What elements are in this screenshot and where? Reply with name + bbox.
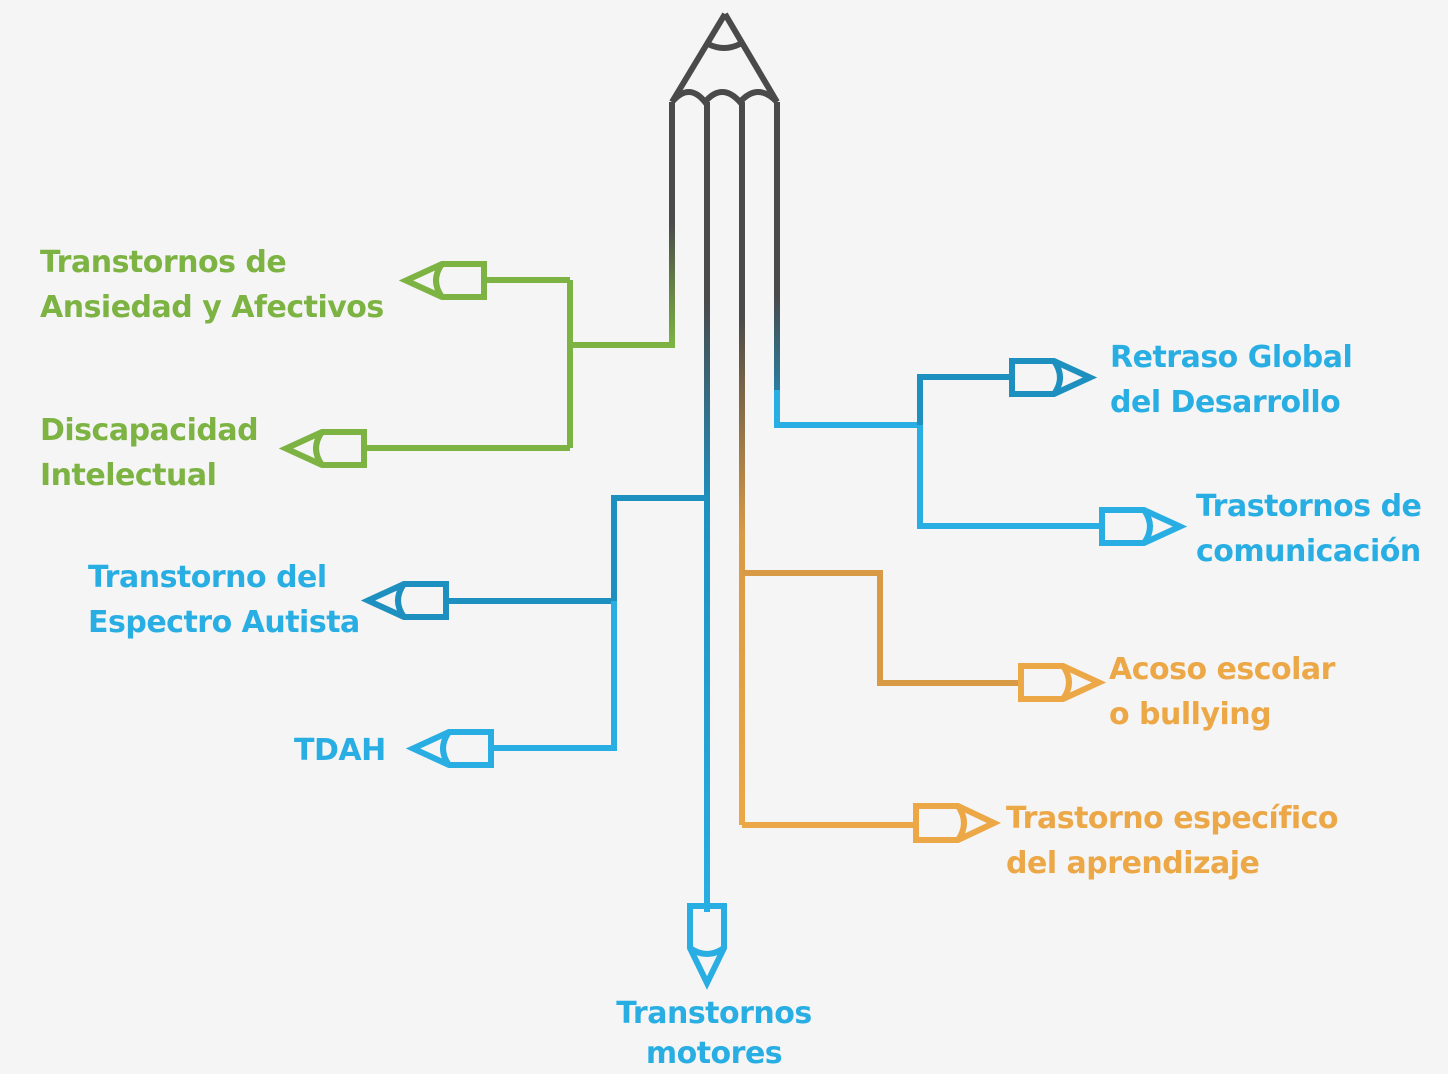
pencil-icon-autism xyxy=(360,581,449,620)
label-learning: Trastorno específico del aprendizaje xyxy=(1006,796,1339,886)
label-adhd: TDAH xyxy=(294,728,386,773)
pencil-icon-anxiety xyxy=(398,261,487,300)
label-motor-line2: motores xyxy=(645,1036,783,1071)
orange-branches xyxy=(742,570,1021,828)
label-bullying-line1: Acoso escolar xyxy=(1109,652,1335,687)
label-motor-line1: Transtornos xyxy=(616,996,812,1031)
pencil-icon-global-delay xyxy=(1009,358,1098,397)
label-global-delay-line2: del Desarrollo xyxy=(1110,385,1341,420)
label-communication: Trastornos de comunicación xyxy=(1196,484,1422,574)
label-autism: Transtorno del Espectro Autista xyxy=(88,555,360,645)
pencil-icon-learning xyxy=(913,803,1002,843)
label-global-delay: Retraso Global del Desarrollo xyxy=(1110,335,1353,425)
blue-left-branches xyxy=(446,495,707,751)
label-global-delay-line1: Retraso Global xyxy=(1110,340,1353,375)
label-anxiety-line2: Ansiedad y Afectivos xyxy=(40,290,384,325)
label-communication-line2: comunicación xyxy=(1196,534,1421,569)
label-autism-line2: Espectro Autista xyxy=(88,605,360,640)
pencil-tip xyxy=(669,12,780,107)
label-bullying: Acoso escolar o bullying xyxy=(1109,647,1335,737)
pencil-icon-motor xyxy=(687,903,727,990)
blue-right-branches xyxy=(774,374,1102,529)
label-learning-line2: del aprendizaje xyxy=(1006,846,1260,881)
label-autism-line1: Transtorno del xyxy=(88,560,327,595)
label-communication-line1: Trastornos de xyxy=(1196,489,1422,524)
label-anxiety-line1: Transtornos de xyxy=(40,245,287,280)
label-anxiety: Transtornos de Ansiedad y Afectivos xyxy=(40,240,384,330)
label-intellectual: Discapacidad Intelectual xyxy=(40,408,259,498)
shaft-left xyxy=(570,102,675,348)
pencil-icon-adhd xyxy=(405,729,494,768)
pencil-icon-bullying xyxy=(1018,663,1107,702)
label-motor: Transtornos motores xyxy=(564,994,864,1074)
label-bullying-line2: o bullying xyxy=(1109,697,1272,732)
label-intellectual-line1: Discapacidad xyxy=(40,413,259,448)
green-branches xyxy=(364,277,573,451)
pencil-icon-intellectual xyxy=(278,429,367,468)
pencil-icon-communication xyxy=(1099,507,1188,546)
label-learning-line1: Trastorno específico xyxy=(1006,801,1339,836)
label-intellectual-line2: Intelectual xyxy=(40,458,217,493)
label-adhd-line1: TDAH xyxy=(294,733,386,768)
